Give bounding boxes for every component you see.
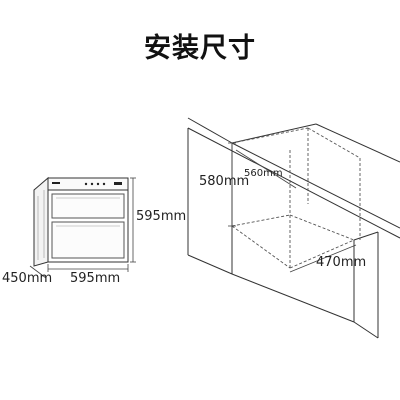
appliance-height-label: 595mm (136, 209, 186, 224)
display-icon (114, 182, 122, 185)
appliance-depth-label: 450mm (2, 271, 52, 286)
button-icon (84, 182, 88, 186)
cabinet-opening (231, 127, 361, 269)
appliance-width-label: 595mm (70, 271, 120, 286)
cabinet-drawing (187, 117, 400, 339)
button-icon (96, 182, 100, 186)
opening-depth-label: 470mm (316, 255, 366, 270)
page-title: 安装尺寸 (144, 33, 256, 64)
button-icon (102, 182, 106, 186)
brand-logo-icon (52, 182, 60, 184)
control-panel-icons (52, 182, 122, 186)
button-icon (90, 182, 94, 186)
appliance-dimension-lines (29, 177, 136, 279)
cabinet-dimension-lines (228, 142, 357, 273)
opening-height-label: 580mm (199, 174, 249, 189)
appliance-drawing (33, 176, 129, 267)
opening-width-label: 560mm (244, 168, 283, 179)
